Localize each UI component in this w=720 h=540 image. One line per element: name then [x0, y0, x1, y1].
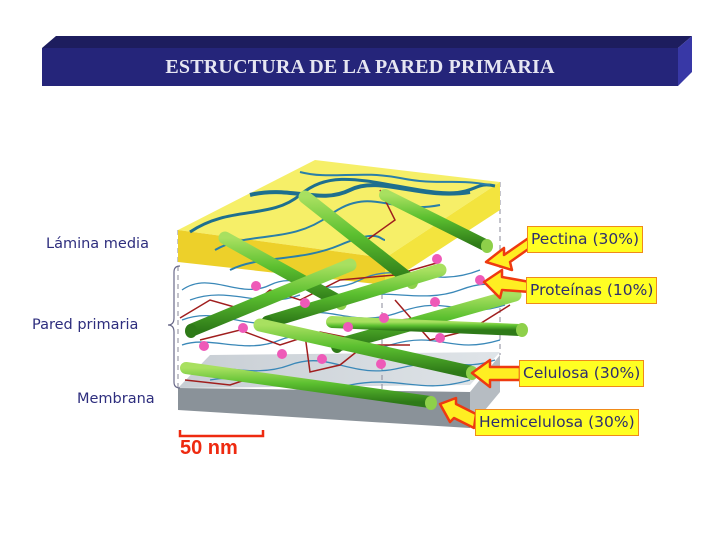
cellulose-fibril — [180, 362, 437, 410]
label-membrana: Membrana — [77, 391, 155, 407]
cellulose-microfibrils — [180, 189, 528, 410]
scale-bar-line — [178, 430, 265, 438]
scale-bar-label: 50 nm — [180, 437, 238, 459]
label-pared-primaria: Pared primaria — [32, 317, 139, 333]
label-lamina-media: Lámina media — [46, 236, 149, 252]
cellulose-fibril — [326, 316, 528, 337]
callout-hemicelulosa: Hemicelulosa (30%) — [475, 409, 639, 436]
page-title: ESTRUCTURA DE LA PARED PRIMARIA — [165, 55, 555, 78]
pared-primaria-brace — [167, 265, 181, 389]
cellulose-fibril — [379, 189, 493, 253]
callout-celulosa: Celulosa (30%) — [519, 360, 645, 387]
callout-proteinas: Proteínas (10%) — [526, 277, 658, 304]
callout-pectina: Pectina (30%) — [527, 226, 644, 253]
title-banner: ESTRUCTURA DE LA PARED PRIMARIA — [0, 0, 720, 100]
cellulose-fibril — [185, 258, 357, 338]
protein-dots — [199, 254, 485, 369]
title-banner-shape — [42, 36, 692, 86]
